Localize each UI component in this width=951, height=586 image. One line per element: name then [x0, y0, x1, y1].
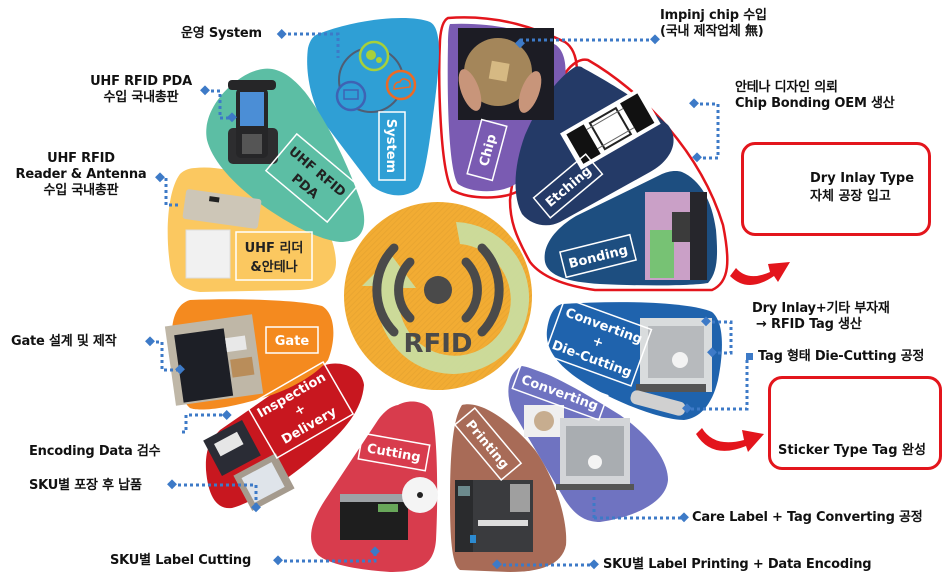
system-icon-cluster: [335, 40, 417, 113]
connector-packing: [172, 483, 258, 508]
center-rfid-hub[interactable]: RFID: [344, 202, 532, 390]
callout-reader-line-2: Reader & Antenna: [15, 167, 147, 182]
callout-packing: SKU별 포장 후 납품: [29, 478, 142, 493]
connector-dry-inlay: [706, 320, 733, 355]
chip-wafer-photo: [458, 28, 554, 120]
callout-antenna-line-1: 안테나 디자인 의뢰: [735, 80, 838, 95]
connector-gate: [150, 340, 180, 372]
sticker-type-tag-label: Sticker Type Tag 완성: [778, 443, 926, 458]
callout-printing: SKU별 Label Printing + Data Encoding: [603, 557, 872, 572]
rfid-signal-icon: [372, 243, 504, 337]
connector-system: [282, 32, 340, 58]
monitor-icon: [335, 80, 367, 112]
callout-chip-line-1: Impinj chip 수입: [660, 8, 767, 23]
dry-inlay-type-box: Dry Inlay Type 자체 공장 입고: [741, 142, 931, 236]
callout-reader-line-1: UHF RFID: [47, 151, 115, 166]
bonding-machine-photo: [645, 192, 707, 280]
petal-label-system: System: [383, 119, 398, 173]
sticker-type-tag-box: Sticker Type Tag 완성: [768, 376, 942, 470]
callout-pda-line-1: UHF RFID PDA: [90, 74, 192, 89]
curved-arrows: [696, 262, 790, 452]
callout-pda: UHF RFID PDA 수입 국내총판: [86, 74, 196, 106]
callout-antenna-line-2: Chip Bonding OEM 생산: [735, 96, 895, 111]
petal-label-cdc-2: +: [590, 334, 605, 352]
callout-gate: Gate 설계 및 제작: [11, 334, 117, 349]
callout-dry-inlay-line-2: → RFID Tag 생산: [756, 317, 862, 332]
callout-reader-line-3: 수입 국내총판: [43, 183, 119, 198]
gate-photo: [164, 314, 264, 406]
reader-label: UHF 리더 &안테나: [235, 231, 313, 281]
cloud-icon: [385, 69, 417, 101]
callout-antenna: 안테나 디자인 의뢰 Chip Bonding OEM 생산: [735, 80, 895, 112]
reader-antenna-photo: [182, 189, 262, 279]
die-cutting-machine-photo: [630, 318, 712, 416]
connector-care: [592, 496, 684, 520]
pda-device-photo: [228, 80, 278, 164]
curved-arrow-to-sticker-tag: [696, 428, 764, 452]
petal-label-gate: Gate: [275, 334, 310, 349]
petal-label-reader-2: &안테나: [250, 259, 297, 275]
petal-label-reader-1: UHF 리더: [245, 240, 304, 256]
gate-label: Gate: [265, 326, 319, 354]
photo-placeholders: [164, 28, 712, 552]
callout-system: 운영 System: [181, 26, 262, 41]
petal-system[interactable]: [307, 18, 439, 196]
system-label: System: [378, 111, 406, 181]
connector-pda: [205, 89, 232, 120]
curved-arrow-to-dry-inlay: [730, 262, 790, 285]
callout-encoding: Encoding Data 검수: [29, 444, 161, 459]
callout-chip-line-2: (국내 제작업체 無): [660, 24, 764, 39]
cutting-machine-photo: [340, 477, 438, 540]
connector-antenna: [694, 102, 720, 160]
callout-chip: Impinj chip 수입 (국내 제작업체 無): [660, 8, 767, 40]
cycle-arrow-icon: [362, 222, 530, 374]
inspection-photos: [203, 420, 295, 511]
callout-dry-inlay: Dry Inlay+기타 부자재 → RFID Tag 생산: [752, 301, 890, 333]
callout-cutting: SKU별 Label Cutting: [110, 553, 252, 568]
etched-antenna-image: [560, 87, 661, 170]
callout-dry-inlay-line-1: Dry Inlay+기타 부자재: [752, 301, 890, 316]
center-label: RFID: [403, 329, 472, 359]
callout-reader: UHF RFID Reader & Antenna 수입 국내총판: [10, 151, 152, 199]
connector-encoding: [182, 413, 226, 434]
dry-inlay-type-line-2: 자체 공장 입고: [810, 189, 891, 204]
callout-care: Care Label + Tag Converting 공정: [692, 510, 923, 525]
label-printer-photo: [455, 480, 533, 552]
callout-die-cut: Tag 형태 Die-Cutting 공정: [758, 349, 925, 364]
dry-inlay-type-line-1: Dry Inlay Type: [810, 171, 915, 186]
callout-pda-line-2: 수입 국내총판: [103, 90, 179, 105]
converting-machine-photo: [524, 405, 634, 490]
